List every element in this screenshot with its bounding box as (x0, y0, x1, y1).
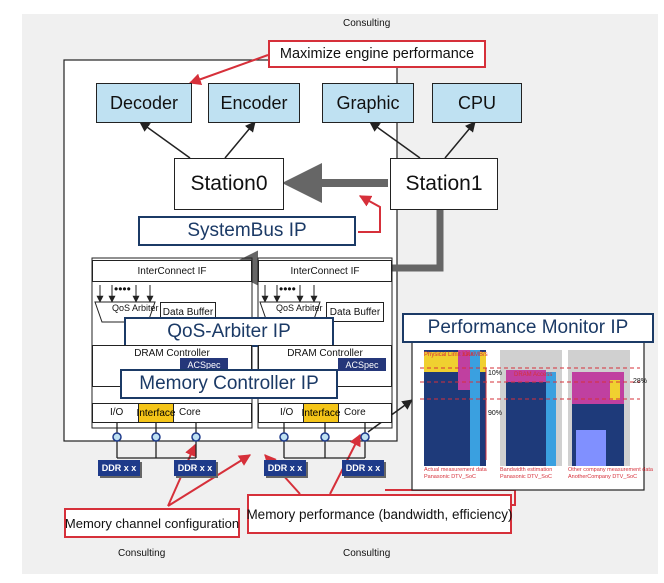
label-qos-arbiter-ip: QoS-Arbiter IP (124, 317, 334, 347)
engine-decoder: Decoder (96, 83, 192, 123)
interconnect-if-left: InterConnect IF (92, 260, 252, 282)
arrow-s0-decoder (139, 121, 191, 159)
label-memory-controller-ip: Memory Controller IP (120, 369, 338, 399)
ddr-nodes (112, 432, 370, 442)
perf-pct-28: 28% (633, 378, 648, 385)
ddr-chip-4: DDR x x (342, 460, 384, 476)
callout-memory-channel: Memory channel configuration (64, 508, 240, 538)
engine-graphic: Graphic (322, 83, 414, 123)
io-label-left: I/O (110, 407, 124, 418)
caption-other-2: AnotherCompany DTV_SoC (568, 474, 638, 480)
arrow-s1-cpu (444, 121, 476, 159)
acspec-right: ACSpec (338, 358, 386, 371)
callout-memory-performance: Memory performance (bandwidth, efficienc… (246, 494, 513, 534)
interconnect-if-right: InterConnect IF (258, 260, 392, 282)
ddr-chip-3: DDR x x (264, 460, 306, 476)
interface-left: Interface (137, 403, 175, 423)
callout-arrow-maximize (188, 54, 269, 85)
station0: Station0 (174, 158, 284, 210)
data-buffer-right: Data Buffer (326, 302, 384, 322)
consulting-label-left: Consulting (118, 548, 166, 559)
consulting-label-right: Consulting (343, 548, 391, 559)
consulting-label-top: Consulting (343, 18, 391, 29)
perf-pct-10: 10% (488, 370, 503, 377)
label-performance-monitor-ip: Performance Monitor IP (402, 313, 654, 343)
acspec-left: ACSpec (180, 358, 228, 371)
callout-maximize: Maximize engine performance (268, 40, 486, 68)
dots-right: •••• (279, 282, 296, 296)
perf-pct-90: 90% (488, 410, 503, 417)
ddr-chip-2: DDR x x (174, 460, 216, 476)
qos-arbiter-text-left: QoS Arbiter (112, 303, 159, 313)
qos-arbiter-text-right: QoS Arbiter (276, 303, 323, 313)
caption-estimate-2: Panasonic DTV_SoC (500, 474, 552, 480)
engine-cpu: CPU (432, 83, 522, 123)
caption-estimate-1: Bandwidth estimation (500, 467, 553, 473)
caption-other-1: Other company measurement data (568, 467, 653, 473)
station1: Station1 (390, 158, 498, 210)
ddr-chip-1: DDR x x (98, 460, 140, 476)
arrow-s0-encoder (224, 121, 256, 159)
callout-arrow-channel-2 (167, 454, 252, 507)
perf-unit: XXXMB/s (462, 352, 488, 358)
io-label-right: I/O (280, 407, 294, 418)
core-label-right: Core (344, 407, 366, 418)
arrow-s1-graphic (369, 121, 421, 159)
bus-s1-interconnect (392, 208, 444, 272)
callout-arrow-systembus (358, 195, 381, 233)
caption-actual-2: Panasonic DTV_SoC (424, 474, 476, 480)
perf-physical-limit: Physical Limit Line (424, 352, 474, 358)
engine-encoder: Encoder (208, 83, 300, 123)
core-label-left: Core (179, 407, 201, 418)
perf-dram-access: DRAM Access (514, 372, 553, 378)
interface-right: Interface (302, 403, 340, 423)
caption-actual-1: Actual measurement data (424, 467, 487, 473)
label-systembus-ip: SystemBus IP (138, 216, 356, 246)
dots-left: •••• (114, 282, 131, 296)
